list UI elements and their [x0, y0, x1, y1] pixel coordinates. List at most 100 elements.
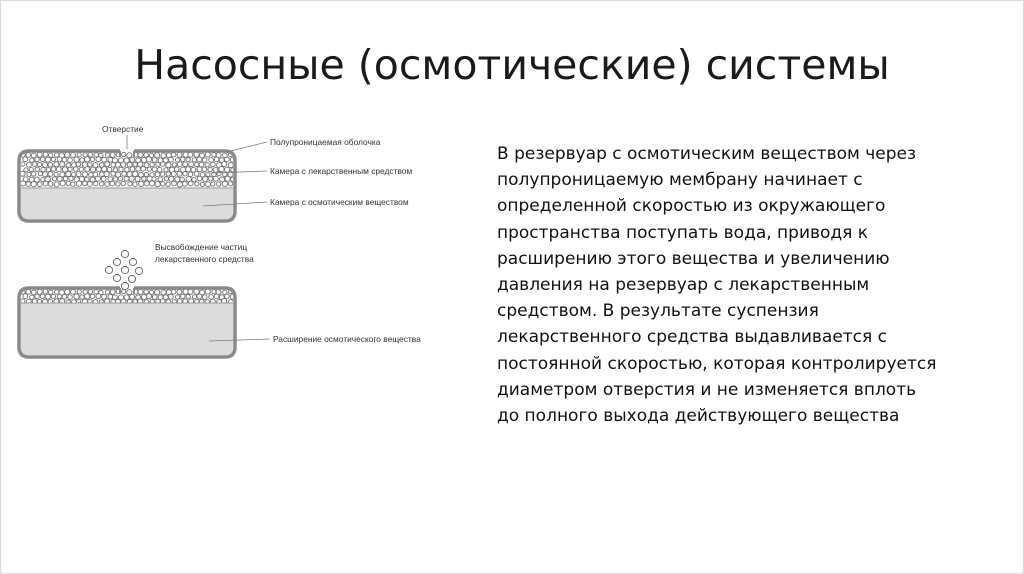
granule — [216, 171, 222, 177]
description-line: средством. В результате суспензия — [497, 301, 819, 322]
granule — [21, 180, 27, 187]
granule — [143, 180, 150, 187]
granule — [48, 289, 54, 295]
granule — [126, 161, 133, 168]
granule — [196, 156, 203, 163]
granule — [65, 299, 72, 303]
granule — [145, 293, 153, 300]
granule — [67, 294, 73, 300]
granule — [30, 171, 37, 177]
granule — [143, 171, 149, 177]
granule — [22, 156, 29, 163]
granule — [135, 166, 141, 172]
granule — [132, 181, 138, 187]
granule — [50, 166, 57, 172]
bottom-drug-granules — [21, 289, 233, 303]
granule — [21, 298, 26, 303]
granule — [111, 294, 118, 301]
granule — [204, 152, 211, 158]
granule — [191, 176, 197, 183]
granule — [185, 157, 191, 163]
granule — [227, 299, 233, 303]
granule — [53, 298, 60, 303]
granule — [88, 172, 94, 178]
granule — [199, 289, 206, 296]
particle — [104, 265, 114, 275]
granule — [171, 180, 177, 187]
granule — [159, 161, 166, 167]
granule — [145, 156, 153, 163]
diagram-svg: Отверстие Полупроницаемая оболочка Камер… — [17, 124, 421, 359]
granule — [109, 289, 116, 295]
granule — [196, 166, 203, 173]
granule — [56, 166, 62, 173]
granule — [148, 180, 156, 187]
granule — [187, 152, 194, 158]
granule — [56, 156, 63, 163]
granule — [210, 298, 216, 303]
granule — [173, 166, 180, 172]
granule — [221, 297, 228, 303]
granule — [22, 176, 29, 183]
granule — [151, 294, 158, 300]
granule — [42, 289, 49, 295]
label-osmotic-chamber: Камера с осмотическим веществом — [270, 197, 409, 207]
granule — [106, 166, 113, 173]
granule — [129, 293, 136, 300]
granule — [149, 299, 155, 303]
granule — [132, 170, 139, 178]
granule — [25, 152, 32, 158]
granule — [227, 162, 233, 169]
granule — [103, 170, 110, 178]
granule — [47, 181, 54, 187]
granule — [121, 171, 127, 177]
granule — [115, 161, 121, 168]
granule — [126, 298, 133, 303]
granule — [101, 156, 107, 163]
granule — [64, 152, 71, 159]
granule — [174, 176, 181, 183]
granule — [22, 293, 29, 300]
granule — [137, 298, 144, 303]
granule — [89, 176, 96, 183]
description-line: постоянной скоростью, которая контролиру… — [497, 353, 937, 374]
granule — [99, 171, 105, 177]
granule — [219, 176, 226, 183]
granule — [179, 176, 185, 183]
granule — [95, 166, 102, 173]
granule — [73, 166, 79, 172]
description-line: полупроницаемую мембрану начинает с — [497, 170, 863, 191]
leader-osmotic-chamber — [202, 201, 268, 207]
granule — [92, 299, 99, 303]
granule — [73, 156, 80, 163]
granule — [193, 170, 200, 177]
granule — [140, 156, 148, 164]
granule — [30, 181, 37, 188]
granule — [114, 171, 122, 178]
granule — [59, 298, 66, 303]
granule — [180, 293, 186, 300]
granule — [117, 175, 124, 182]
description-line: диаметром отверстия и не изменяется впло… — [497, 379, 917, 400]
granule — [48, 152, 54, 158]
granule — [190, 166, 197, 173]
granule — [165, 299, 172, 303]
granule — [221, 180, 229, 188]
granule — [194, 181, 200, 187]
granule — [98, 289, 104, 296]
granule — [36, 152, 43, 158]
leader-drug-chamber — [210, 170, 268, 174]
granule — [36, 161, 43, 168]
description-line: В резервуар с осмотическим веществом чер… — [497, 144, 917, 164]
granule — [171, 299, 177, 303]
granule — [42, 171, 49, 178]
granule — [155, 161, 161, 168]
granule — [208, 157, 214, 163]
granule — [51, 176, 57, 182]
granule — [50, 156, 56, 162]
granule — [198, 298, 205, 303]
description-text: В резервуар с осмотическим веществом чер… — [497, 141, 987, 429]
granule — [143, 162, 150, 168]
granule — [100, 176, 107, 182]
